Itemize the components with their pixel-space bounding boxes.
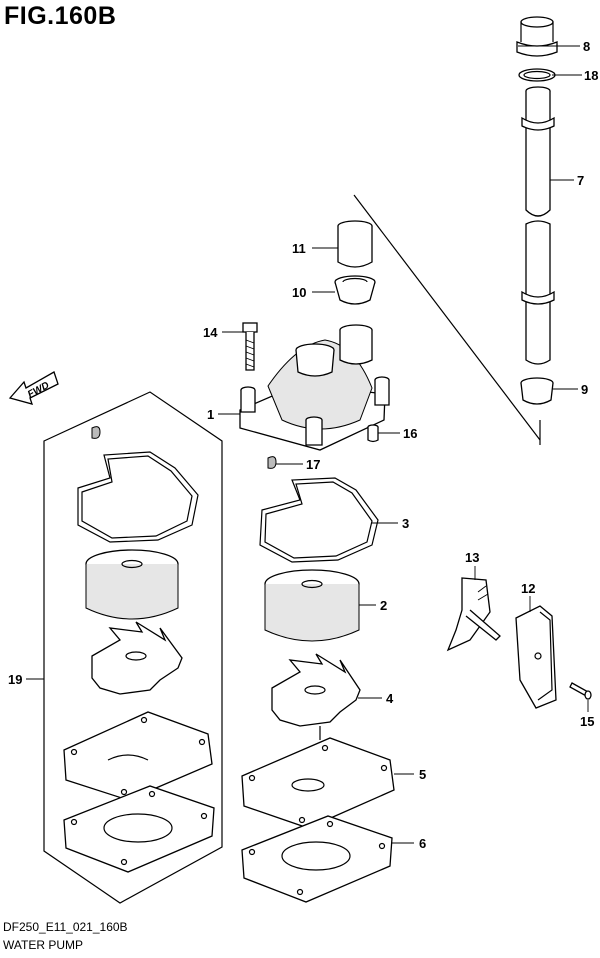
figure-code: DF250_E11_021_160B: [3, 920, 128, 934]
callout-11: 11: [292, 241, 306, 256]
part-gasket: [241, 815, 393, 903]
callout-14: 14: [203, 325, 218, 340]
callout-18: 18: [584, 68, 598, 83]
part-sleeve: [337, 220, 373, 268]
callout-16: 16: [403, 426, 417, 441]
callout-2: 2: [380, 598, 387, 613]
callout-6: 6: [419, 836, 426, 851]
part-bracket: [446, 577, 501, 652]
callout-3: 3: [402, 516, 409, 531]
kit-key: [91, 426, 101, 439]
callout-1: 1: [207, 407, 214, 422]
figure-title: FIG.160B: [4, 2, 117, 30]
figure-name: WATER PUMP: [3, 938, 83, 952]
fwd-label: FWD: [26, 380, 51, 400]
callout-13: 13: [465, 550, 479, 565]
part-grommet: [520, 377, 554, 405]
kit-outline: [43, 391, 223, 904]
kit-liner-gasket: [77, 451, 199, 543]
callout-8: 8: [583, 39, 590, 54]
callout-12: 12: [521, 581, 535, 596]
part-cover: [515, 605, 557, 709]
reference-line: [353, 194, 541, 441]
callout-5: 5: [419, 767, 426, 782]
part-key: [267, 456, 277, 469]
callout-7: 7: [577, 173, 584, 188]
leader-lines: [26, 45, 589, 844]
part-seal: [334, 275, 376, 305]
part-screw: [569, 682, 592, 700]
part-liner-gasket: [259, 477, 379, 563]
part-pump-case: [239, 324, 390, 451]
part-impeller: [271, 653, 361, 740]
callout-10: 10: [292, 285, 306, 300]
kit-gasket: [63, 785, 215, 873]
part-cap-top: [516, 16, 558, 57]
kit-impeller: [91, 621, 183, 695]
kit-plate: [63, 711, 213, 801]
callout-17: 17: [306, 457, 320, 472]
part-dowel-pin: [367, 424, 379, 443]
fwd-arrow-icon: FWD: [8, 371, 59, 405]
callout-numbers: 8 18 7 9 11 10 14 1 16 17 3 2 4 5 6 19 1…: [8, 39, 598, 851]
callout-9: 9: [581, 382, 588, 397]
part-liner: [264, 569, 360, 642]
callout-15: 15: [580, 714, 594, 729]
kit-liner: [85, 549, 179, 620]
part-water-tube: [521, 86, 555, 365]
part-bolt: [242, 322, 258, 371]
callout-4: 4: [386, 691, 394, 706]
callout-19: 19: [8, 672, 22, 687]
part-plate: [241, 737, 395, 829]
